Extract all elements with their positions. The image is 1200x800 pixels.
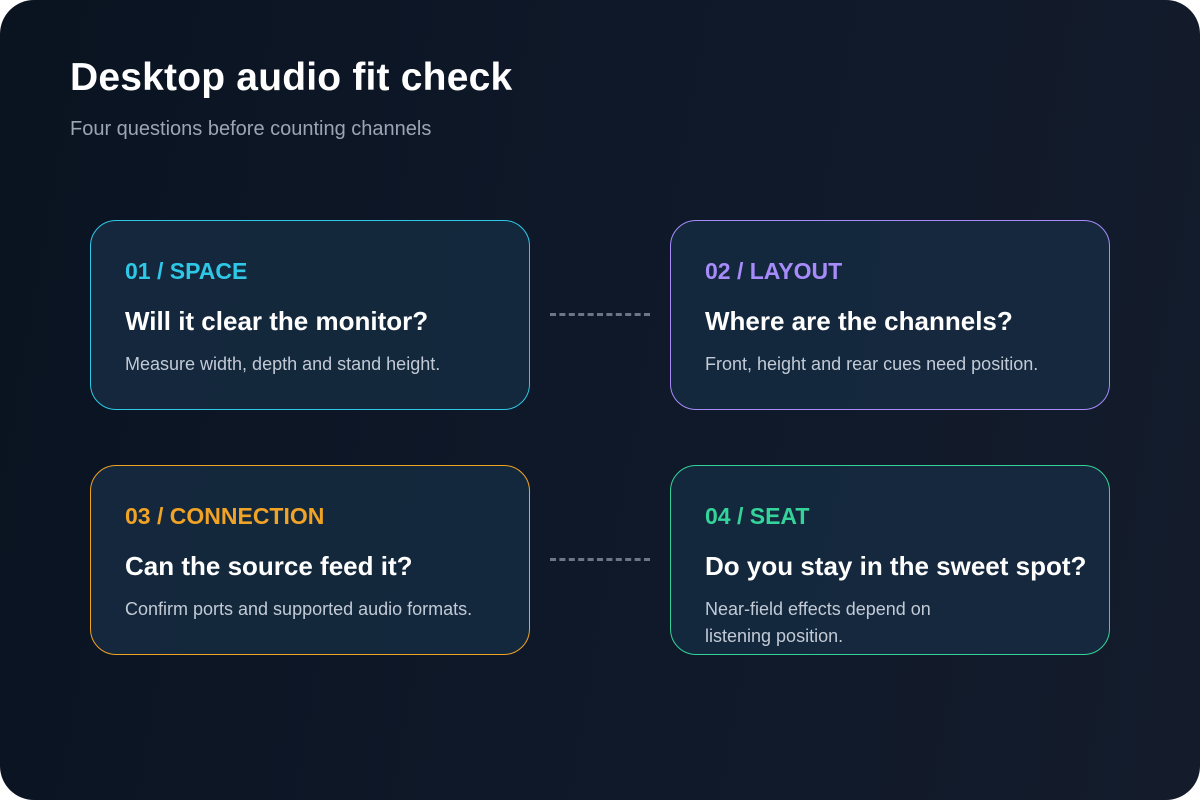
card-tag: 02 / LAYOUT: [705, 258, 843, 284]
card-note: Front, height and rear cues need positio…: [705, 354, 1039, 374]
card-question: Can the source feed it?: [125, 551, 413, 581]
card-tag: 03 / CONNECTION: [125, 503, 325, 529]
connector-space-layout: [550, 313, 650, 316]
card-note: Measure width, depth and stand height.: [125, 354, 441, 374]
connector-connection-seat: [550, 558, 650, 561]
card-question: Do you stay in the sweet spot?: [705, 551, 1087, 581]
card-space: 01 / SPACE Will it clear the monitor? Me…: [90, 220, 530, 410]
card-connection: 03 / CONNECTION Can the source feed it? …: [90, 465, 530, 655]
card-note: Confirm ports and supported audio format…: [125, 599, 473, 619]
page-subtitle: Four questions before counting channels: [70, 118, 432, 140]
card-layout: 02 / LAYOUT Where are the channels? Fron…: [670, 220, 1110, 410]
card-question: Will it clear the monitor?: [125, 306, 429, 336]
card-tag: 04 / SEAT: [705, 503, 810, 529]
card-note: Near-field effects depend on listening p…: [705, 599, 931, 646]
card-seat: 04 / SEAT Do you stay in the sweet spot?…: [670, 465, 1110, 655]
page-title: Desktop audio fit check: [70, 56, 513, 99]
card-question: Where are the channels?: [705, 306, 1013, 336]
card-tag: 01 / SPACE: [125, 258, 248, 284]
